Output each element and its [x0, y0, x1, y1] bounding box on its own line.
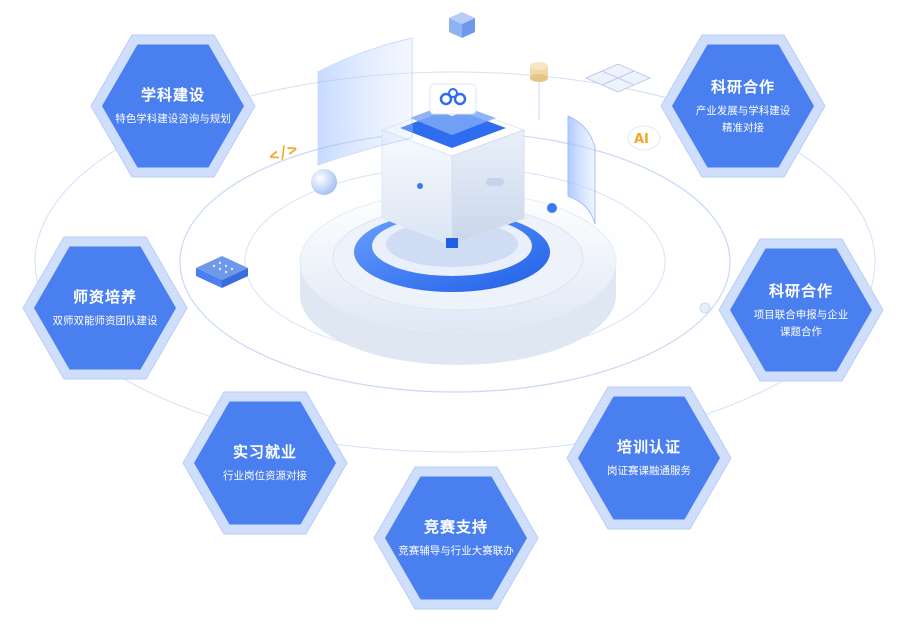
hex-title: 培训认证 [616, 438, 681, 456]
hex-card-faculty-training[interactable]: 师资培养双师双能师资团队建设 [22, 225, 188, 391]
hex-card-certification[interactable]: 培训认证岗证赛课融通服务 [566, 375, 732, 541]
orbit-node [547, 203, 557, 213]
svg-text:AI: AI [634, 132, 649, 147]
hex-text: 培训认证岗证赛课融通服务 [566, 375, 732, 541]
hex-text: 学科建设特色学科建设咨询与规划 [90, 23, 256, 189]
hexagon-shape [718, 238, 884, 382]
hex-description: 行业岗位资源对接 [223, 470, 307, 482]
hexagon-shape [182, 391, 348, 535]
hex-card-research-cooperation-1[interactable]: 科研合作产业发展与学科建设 精准对接 [660, 23, 826, 189]
hexagon-shape [373, 466, 539, 610]
hex-title: 竞赛支持 [423, 518, 488, 536]
ai-badge-icon: AI [627, 125, 661, 151]
hexagon-shape [660, 34, 826, 178]
hexagon-shape [22, 236, 188, 380]
hex-title: 学科建设 [140, 86, 205, 104]
central-cube [380, 92, 526, 248]
hexagon-shape [90, 34, 256, 178]
hex-card-discipline[interactable]: 学科建设特色学科建设咨询与规划 [90, 23, 256, 189]
hexagon-inner-fill [385, 476, 527, 600]
lotus-logo-icon [429, 83, 477, 115]
hex-title: 实习就业 [232, 443, 297, 461]
hex-text: 科研合作项目联合申报与企业 课题合作 [718, 227, 884, 393]
floating-glass-panel-left [317, 37, 413, 166]
hex-card-research-cooperation-2[interactable]: 科研合作项目联合申报与企业 课题合作 [718, 227, 884, 393]
floating-cube-icon [449, 12, 475, 38]
hexagon-inner-fill [578, 396, 720, 520]
hexagon-inner-fill [34, 246, 176, 370]
hex-title: 科研合作 [768, 281, 833, 300]
grid-tile-icon [584, 63, 652, 93]
chip-icon [196, 256, 248, 288]
hex-title: 科研合作 [710, 77, 775, 96]
orbit-node-right [699, 302, 711, 314]
hex-description: 项目联合申报与企业 课题合作 [753, 308, 849, 338]
hex-description: 岗证赛课融通服务 [607, 465, 691, 477]
hex-description: 双师双能师资团队建设 [52, 315, 158, 327]
hex-card-internship[interactable]: 实习就业行业岗位资源对接 [182, 380, 348, 546]
hex-card-competition[interactable]: 竞赛支持竞赛辅导与行业大赛联办 [373, 455, 539, 621]
outer-orbit-ring [34, 71, 876, 453]
svg-text:</>: </> [266, 139, 299, 166]
hexagon-inner-fill [194, 401, 336, 525]
hexagon-inner-fill [672, 44, 814, 168]
hexagon-inner-fill [102, 44, 244, 168]
hexagon-shape [566, 386, 732, 530]
hex-text: 科研合作产业发展与学科建设 精准对接 [660, 23, 826, 189]
hex-description: 竞赛辅导与行业大赛联办 [398, 545, 514, 557]
hexagon-inner-fill [730, 248, 872, 372]
cylinder-icon [530, 62, 548, 120]
hex-text: 竞赛支持竞赛辅导与行业大赛联办 [373, 455, 539, 621]
hex-title: 师资培养 [72, 288, 137, 306]
hex-text: 师资培养双师双能师资团队建设 [22, 225, 188, 391]
floating-glass-panel-right [567, 115, 596, 225]
hex-description: 产业发展与学科建设 精准对接 [695, 104, 791, 134]
hex-description: 特色学科建设咨询与规划 [115, 113, 231, 125]
code-icon: </> [266, 139, 299, 166]
floating-sphere [311, 169, 337, 195]
hex-text: 实习就业行业岗位资源对接 [182, 380, 348, 546]
